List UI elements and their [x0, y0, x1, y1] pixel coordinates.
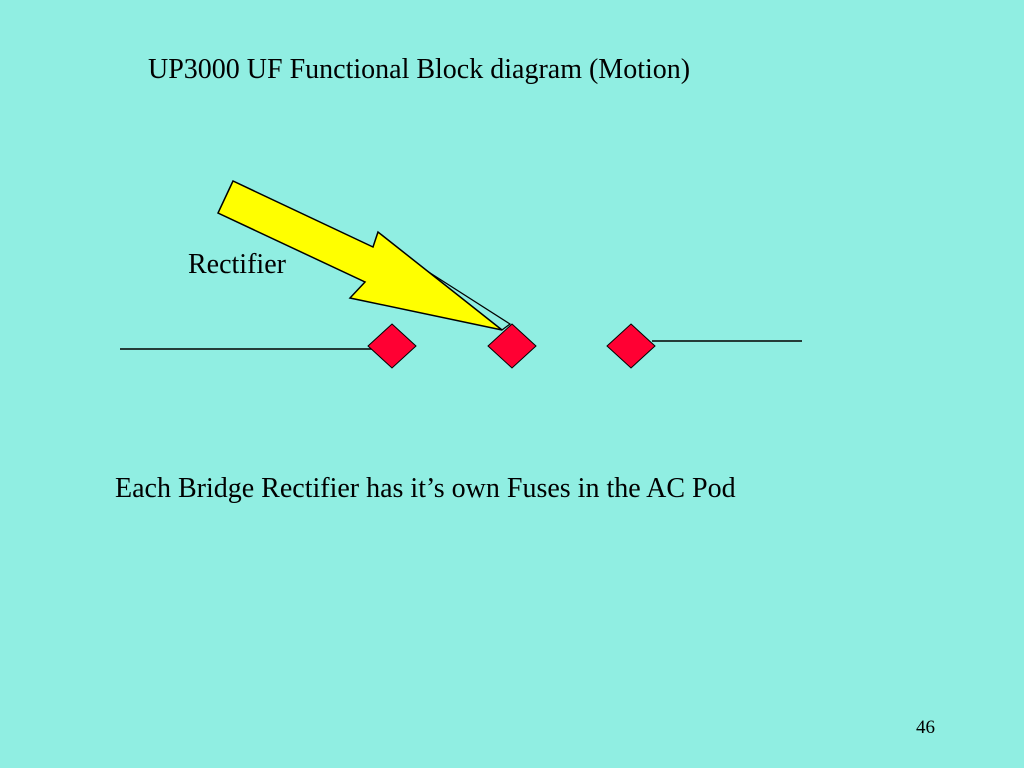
fuse-note: Each Bridge Rectifier has it’s own Fuses…	[115, 473, 736, 504]
rectifier-pointer-arrow	[217, 180, 503, 331]
fuse-diamond-center	[487, 323, 537, 369]
page-number: 46	[916, 717, 935, 738]
fuse-diamond-right	[606, 323, 656, 369]
rectifier-label: Rectifier	[188, 249, 286, 280]
fuse-diamond-left	[367, 323, 417, 369]
slide-title: UP3000 UF Functional Block diagram (Moti…	[148, 54, 691, 85]
